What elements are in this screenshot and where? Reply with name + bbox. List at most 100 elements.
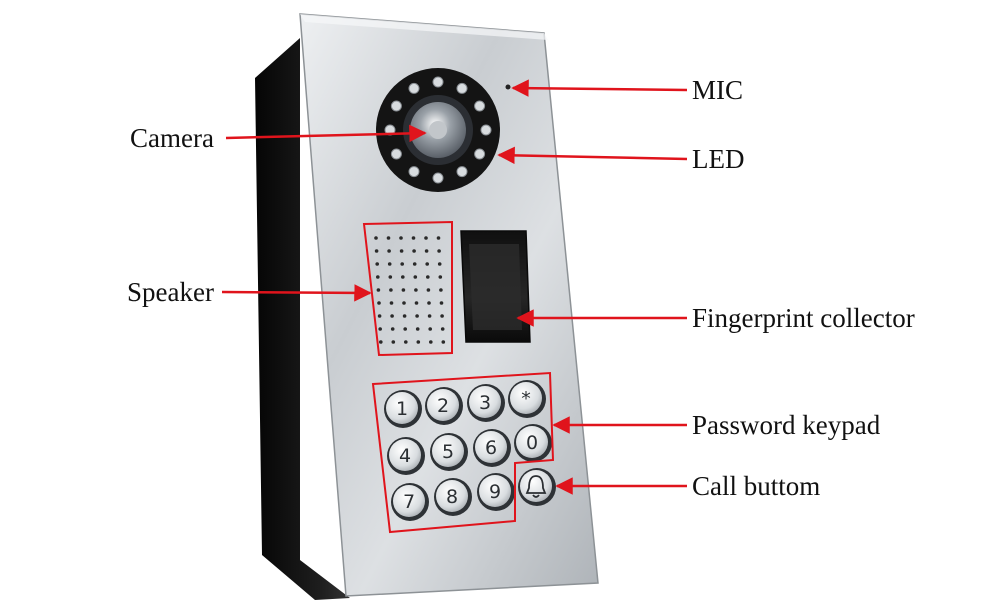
keypad-key[interactable]: * (508, 380, 546, 418)
speaker-hole (412, 262, 417, 266)
label-call: Call buttom (692, 471, 820, 501)
keypad-key-label: 8 (446, 486, 458, 508)
speaker-hole (440, 327, 445, 331)
led-light (474, 148, 486, 160)
speaker-hole (399, 236, 403, 240)
keypad-key-label: * (521, 388, 531, 410)
fingerprint-sensor (460, 230, 531, 343)
speaker-hole (414, 301, 419, 305)
keypad-key[interactable]: 1 (384, 390, 422, 428)
led-light (480, 124, 492, 136)
label-led: LED (692, 144, 744, 174)
speaker-hole (401, 288, 406, 292)
annotation-boxes (362, 220, 555, 534)
led-light (432, 76, 444, 88)
device-housing (255, 38, 350, 600)
keypad-key[interactable]: 0 (514, 424, 552, 462)
callout-labels: MIC Camera LED Speaker Fingerprint colle… (127, 75, 915, 501)
bell-icon (525, 475, 547, 498)
speaker-hole (438, 275, 443, 279)
label-speaker: Speaker (127, 277, 214, 307)
speaker-hole (416, 340, 421, 344)
led-ring (384, 76, 492, 184)
annotation-arrows (221, 79, 688, 495)
speaker-hole (399, 249, 404, 253)
speaker-hole (390, 327, 395, 331)
led-light (390, 148, 402, 160)
speaker-hole (426, 288, 431, 292)
keypad-key-label: 2 (437, 395, 449, 417)
led-light (474, 100, 486, 112)
speaker-hole (427, 301, 431, 305)
keypad-key-label: 7 (403, 491, 415, 513)
led-light (432, 172, 444, 184)
speaker-hole (387, 262, 392, 266)
speaker-hole (427, 314, 432, 318)
keypad-key-label: 9 (489, 481, 501, 503)
speaker-grille (374, 236, 446, 344)
label-fingerprint: Fingerprint collector (692, 303, 915, 333)
speaker-hole (401, 275, 405, 279)
keypad-key[interactable]: 2 (425, 387, 463, 425)
led-light (408, 82, 420, 94)
keypad-key-label: 6 (485, 437, 497, 459)
keypad-key[interactable]: 3 (467, 384, 505, 422)
keypad-key[interactable]: 6 (473, 429, 511, 467)
label-keypad: Password keypad (692, 410, 881, 440)
speaker-hole (402, 301, 406, 305)
speaker-hole (376, 288, 381, 292)
speaker-hole (378, 327, 383, 331)
keypad-key[interactable]: 8 (434, 478, 472, 516)
speaker-hole (375, 262, 380, 266)
keypad-key-label: 3 (479, 392, 491, 414)
keypad-key[interactable]: 4 (387, 437, 425, 475)
speaker-hole (413, 275, 418, 279)
speaker-hole (389, 288, 393, 292)
arrow-led (497, 146, 688, 165)
speaker-hole (424, 249, 429, 253)
speaker-hole (429, 340, 433, 344)
speaker-hole (374, 236, 378, 240)
speaker-hole (440, 314, 444, 318)
speaker-hole (390, 314, 394, 318)
speaker-hole (439, 288, 443, 292)
led-light (456, 166, 468, 178)
led-light (456, 82, 468, 94)
speaker-hole (387, 249, 391, 253)
speaker-hole (389, 301, 394, 305)
speaker-hole (437, 249, 441, 253)
keypad-key[interactable]: 7 (391, 483, 429, 521)
arrow-mic (511, 79, 688, 97)
speaker-hole (437, 262, 442, 266)
mic-hole (505, 84, 511, 90)
call-button[interactable] (518, 468, 556, 506)
speaker-hole (377, 301, 381, 305)
led-light (390, 100, 402, 112)
speaker-hole (377, 314, 382, 318)
speaker-hole (386, 236, 391, 240)
speaker-hole (415, 327, 420, 331)
speaker-hole (428, 327, 433, 331)
speaker-hole (426, 275, 430, 279)
speaker-hole (414, 288, 418, 292)
speaker-hole (424, 236, 428, 240)
speaker-hole (388, 275, 393, 279)
keypad-key[interactable]: 5 (430, 433, 468, 471)
speaker-highlight-box (362, 220, 453, 357)
keypad-key[interactable]: 9 (477, 473, 515, 511)
speaker-hole (403, 327, 408, 331)
led-light (408, 166, 420, 178)
keypad-key-label: 0 (526, 432, 538, 454)
speaker-hole (404, 340, 408, 344)
speaker-hole (439, 301, 444, 305)
speaker-hole (374, 249, 379, 253)
speaker-hole (376, 275, 380, 279)
speaker-hole (415, 314, 419, 318)
speaker-hole (391, 340, 396, 344)
label-camera: Camera (130, 123, 214, 153)
keypad-highlight-box (371, 371, 555, 534)
speaker-hole (411, 236, 416, 240)
